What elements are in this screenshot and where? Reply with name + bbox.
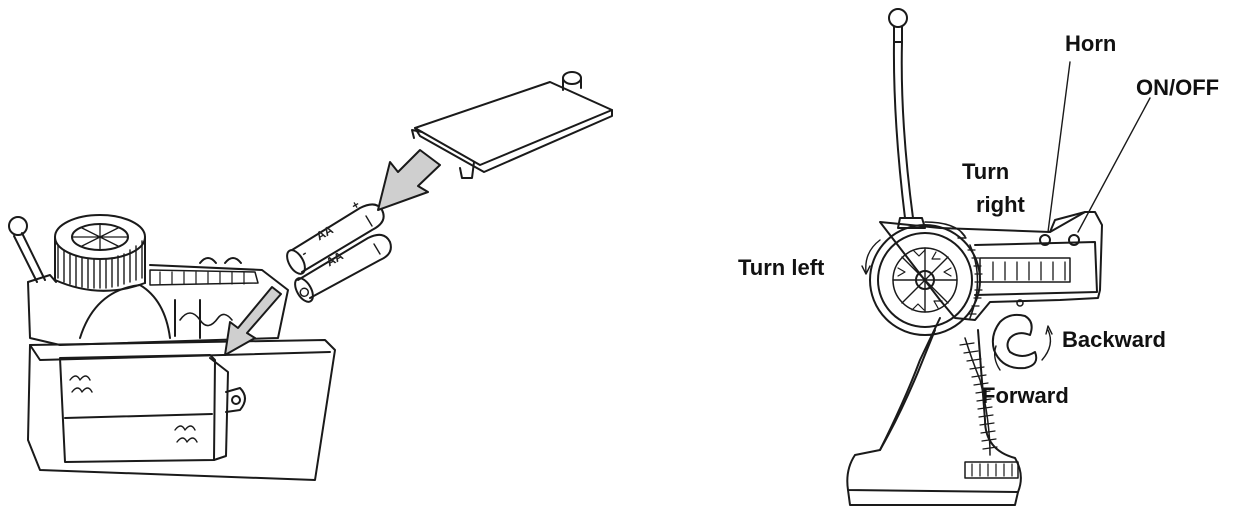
- transmitter-front-view: [847, 9, 1150, 505]
- label-pointers: [1048, 62, 1150, 232]
- label-forward: Forward: [982, 384, 1069, 408]
- front-trigger: [993, 315, 1036, 368]
- label-turn-left: Turn left: [738, 256, 824, 280]
- battery-cover: [412, 72, 612, 178]
- transmitter-rear-view: [9, 72, 612, 480]
- rear-steering-wheel: [55, 215, 145, 291]
- front-steering-wheel: [870, 225, 982, 335]
- label-horn: Horn: [1065, 32, 1116, 56]
- front-grip: [847, 318, 1021, 505]
- label-backward: Backward: [1062, 328, 1166, 352]
- label-turn-right-line2: right: [976, 193, 1025, 217]
- label-on-off: ON/OFF: [1136, 76, 1219, 100]
- label-turn-right-line1: Turn: [962, 160, 1009, 184]
- rear-battery-case: [28, 340, 335, 480]
- rear-antenna: [9, 217, 45, 282]
- insert-arrow-batteries: [378, 150, 440, 210]
- front-antenna: [889, 9, 925, 228]
- insert-arrow-case: [225, 287, 281, 355]
